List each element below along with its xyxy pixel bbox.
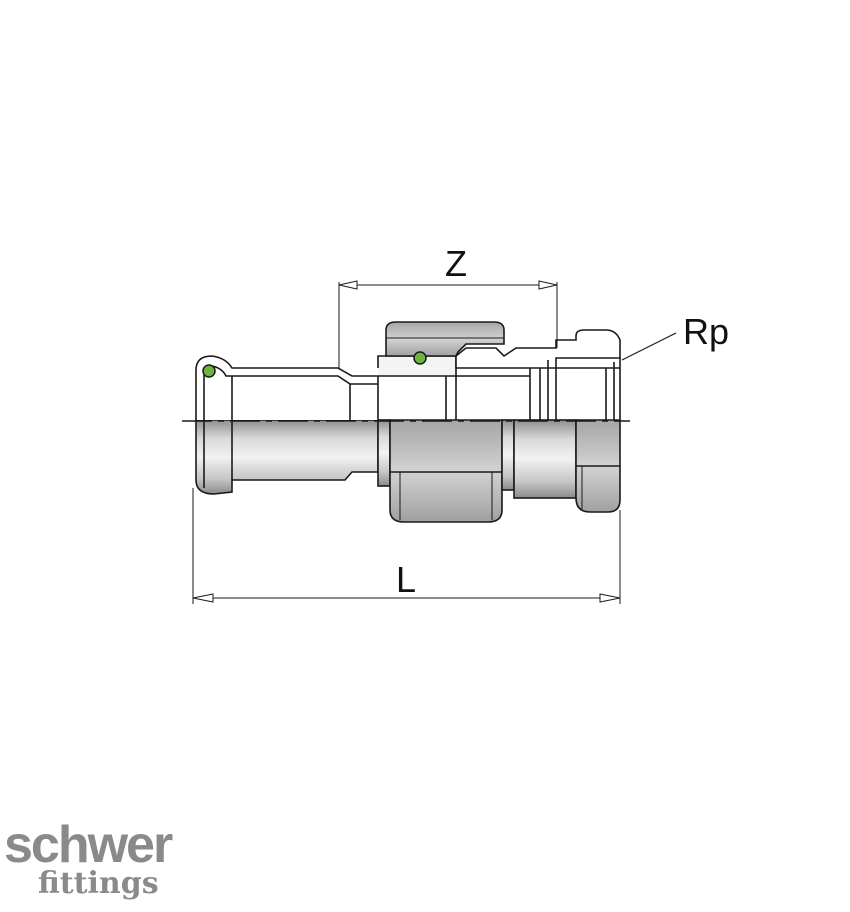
thread-label: Rp: [683, 311, 729, 352]
logo-line2: fittings: [38, 866, 159, 901]
dimension-z-label: Z: [445, 243, 467, 284]
union-seal-oring: [413, 351, 427, 365]
schwer-fittings-logo: schwer fittings: [4, 816, 175, 901]
dimension-l: [192, 488, 621, 604]
press-seal-oring: [202, 364, 216, 378]
thread-leader-line: [621, 332, 677, 361]
dimension-z: [338, 280, 558, 368]
dimension-l-label: L: [396, 559, 416, 600]
lower-outer-view: [195, 419, 621, 523]
upper-section-view: [195, 321, 621, 420]
logo-line1: schwer: [4, 816, 173, 874]
